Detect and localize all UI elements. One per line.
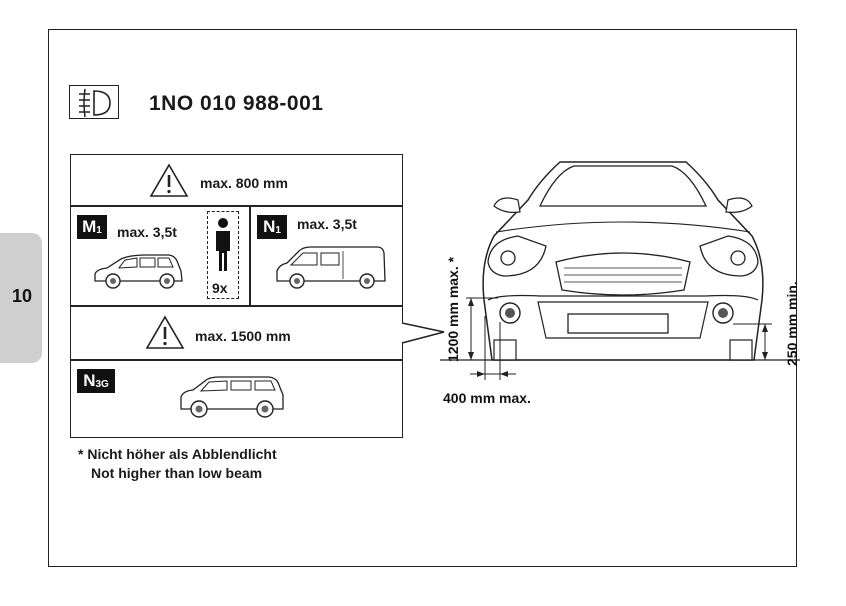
warning-triangle-icon bbox=[145, 315, 185, 349]
height-max-label: 1200 mm max. * bbox=[445, 256, 461, 362]
m1-weight-limit: max. 3,5t bbox=[117, 224, 177, 240]
m1-badge-sub: 1 bbox=[96, 225, 102, 236]
footnote: * Nicht höher als Abblendlicht Not highe… bbox=[78, 445, 277, 483]
m1-badge-main: M bbox=[82, 217, 97, 236]
hood-line bbox=[495, 221, 751, 233]
n1-weight-limit: max. 3,5t bbox=[297, 216, 357, 232]
vehicle-category-table: max. 800 mm M1 max. 3,5t 9x N1 max. 3,5t… bbox=[70, 154, 403, 438]
passenger-count: 9x bbox=[212, 280, 228, 296]
n3g-badge: N3G bbox=[77, 369, 115, 393]
grille bbox=[555, 252, 691, 296]
passenger-box bbox=[207, 211, 239, 299]
side-max-label: 400 mm max. bbox=[443, 390, 531, 406]
right-headlight bbox=[699, 235, 759, 277]
windshield bbox=[538, 165, 708, 207]
left-tyre bbox=[493, 339, 517, 361]
m1-badge: M1 bbox=[77, 215, 107, 239]
callout-pointer bbox=[401, 322, 445, 344]
table-divider bbox=[71, 359, 402, 361]
n1-badge-main: N bbox=[263, 217, 276, 236]
license-plate bbox=[567, 313, 669, 334]
left-mirror bbox=[493, 197, 521, 213]
height-min-label: 250 mm min. bbox=[784, 281, 800, 366]
n3g-badge-sub: 3G bbox=[95, 379, 109, 390]
n3g-badge-main: N bbox=[83, 371, 96, 390]
hatchback-car-icon bbox=[94, 254, 183, 289]
part-number: 1NO 010 988-001 bbox=[149, 92, 324, 115]
right-mirror bbox=[725, 197, 753, 213]
suv-icon bbox=[180, 376, 284, 418]
person-icon bbox=[216, 218, 230, 271]
content-frame bbox=[48, 29, 797, 567]
footnote-english: Not higher than low beam bbox=[91, 465, 263, 481]
warning-triangle-icon bbox=[149, 163, 189, 197]
right-tyre bbox=[729, 339, 753, 361]
left-headlight bbox=[487, 235, 547, 277]
table-divider bbox=[249, 205, 251, 305]
table-divider bbox=[71, 305, 402, 307]
table-divider bbox=[71, 205, 402, 207]
top-row-limit: max. 800 mm bbox=[200, 175, 288, 191]
page-tab bbox=[0, 233, 42, 363]
n1-badge-sub: 1 bbox=[275, 225, 281, 236]
n1-badge: N1 bbox=[257, 215, 287, 239]
footnote-german: * Nicht höher als Abblendlicht bbox=[78, 446, 277, 462]
page-number: 10 bbox=[11, 286, 33, 306]
fog-light-icon bbox=[69, 85, 119, 119]
van-icon bbox=[276, 246, 386, 289]
middle-row-limit: max. 1500 mm bbox=[195, 328, 291, 344]
